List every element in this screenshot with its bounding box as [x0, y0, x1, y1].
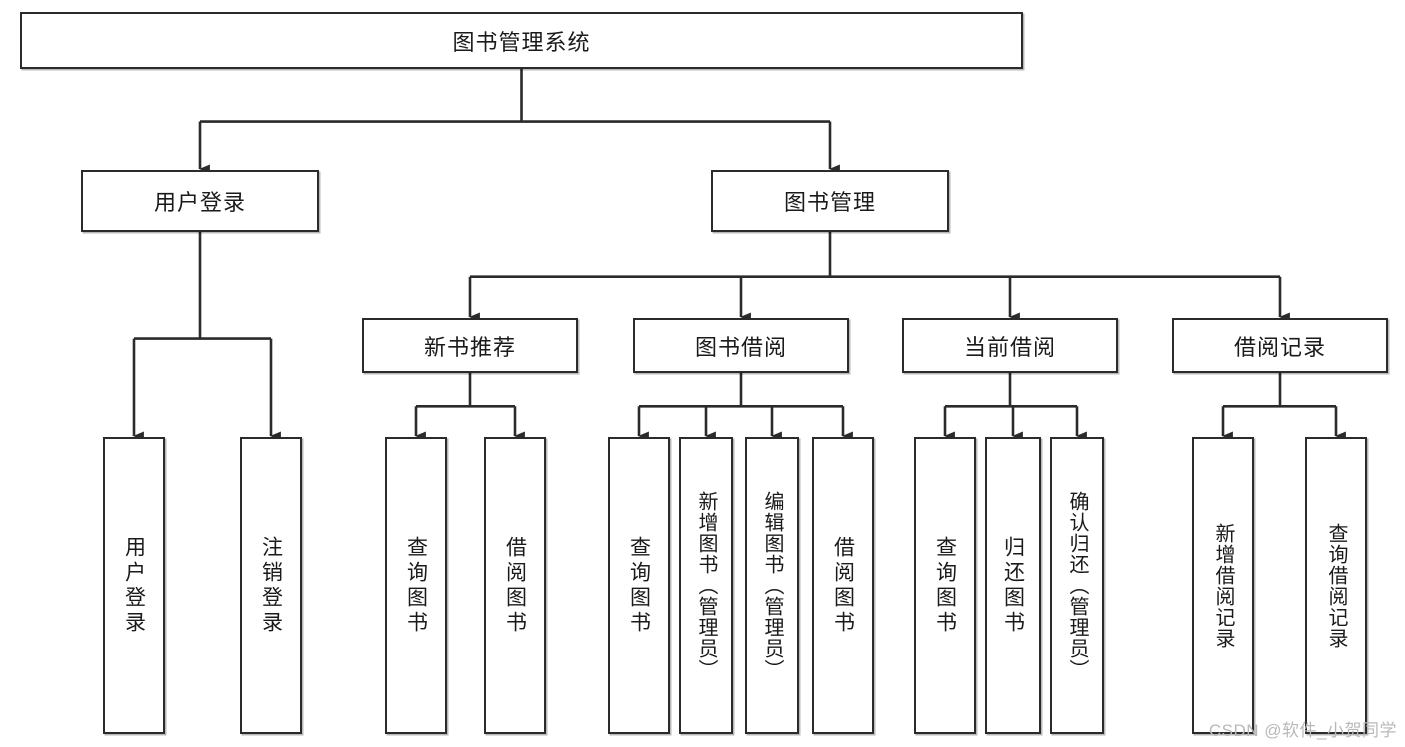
node-borrow-book-2[interactable]: 借阅图书 [812, 437, 874, 734]
node-root[interactable]: 图书管理系统 [20, 12, 1023, 69]
node-user-login[interactable]: 用户登录 [81, 170, 319, 232]
node-label-query-book-1: 查询图书 [404, 535, 428, 636]
node-add-book-admin[interactable]: 新增图书（管理员） [679, 437, 733, 734]
node-label-add-book-admin: 新增图书（管理员） [695, 491, 717, 680]
connector-book-manage-split [470, 232, 1280, 279]
connector-root-split [200, 69, 830, 123]
node-label-borrow-record: 借阅记录 [1233, 334, 1326, 360]
node-label-query-book-2: 查询图书 [627, 535, 651, 636]
node-label-borrow-book-1: 借阅图书 [503, 535, 527, 636]
node-label-query-borrow-record: 查询借阅记录 [1325, 522, 1347, 649]
node-current-borrow[interactable]: 当前借阅 [902, 318, 1118, 373]
node-query-book-2[interactable]: 查询图书 [608, 437, 670, 734]
node-label-new-book-recommend: 新书推荐 [423, 334, 516, 360]
node-label-user-login-do: 用户登录 [122, 535, 146, 636]
node-book-borrow[interactable]: 图书借阅 [633, 318, 849, 373]
connector-user-login-split [134, 232, 271, 340]
node-user-logout[interactable]: 注销登录 [240, 437, 302, 734]
connector-book-borrow-split [639, 373, 843, 408]
node-label-add-borrow-record: 新增借阅记录 [1212, 522, 1234, 649]
node-label-user-login: 用户登录 [153, 190, 246, 215]
node-user-login-do[interactable]: 用户登录 [103, 437, 165, 734]
node-label-confirm-return-admin: 确认归还（管理员） [1066, 491, 1088, 680]
node-book-manage[interactable]: 图书管理 [711, 170, 949, 232]
node-query-borrow-record[interactable]: 查询借阅记录 [1305, 437, 1367, 734]
node-new-book-recommend[interactable]: 新书推荐 [362, 318, 578, 373]
node-label-return-book: 归还图书 [1001, 535, 1025, 636]
connector-borrow-record-split [1223, 373, 1336, 408]
node-borrow-book-1[interactable]: 借阅图书 [484, 437, 546, 734]
connector-new-book-recommend-split [416, 373, 515, 408]
node-label-borrow-book-2: 借阅图书 [831, 535, 855, 636]
node-label-book-manage: 图书管理 [783, 190, 876, 215]
connector-current-borrow-split [945, 373, 1077, 408]
node-query-book-1[interactable]: 查询图书 [385, 437, 447, 734]
node-label-edit-book-admin: 编辑图书（管理员） [761, 491, 783, 680]
node-label-query-book-3: 查询图书 [933, 535, 957, 636]
node-edit-book-admin[interactable]: 编辑图书（管理员） [745, 437, 799, 734]
node-label-book-borrow: 图书借阅 [694, 334, 787, 360]
node-return-book[interactable]: 归还图书 [985, 437, 1041, 734]
node-borrow-record[interactable]: 借阅记录 [1172, 318, 1388, 373]
node-add-borrow-record[interactable]: 新增借阅记录 [1192, 437, 1254, 734]
node-confirm-return-admin[interactable]: 确认归还（管理员） [1050, 437, 1104, 734]
node-label-root: 图书管理系统 [452, 29, 591, 55]
node-label-user-logout: 注销登录 [259, 535, 283, 636]
node-label-current-borrow: 当前借阅 [963, 334, 1056, 360]
node-query-book-3[interactable]: 查询图书 [914, 437, 976, 734]
